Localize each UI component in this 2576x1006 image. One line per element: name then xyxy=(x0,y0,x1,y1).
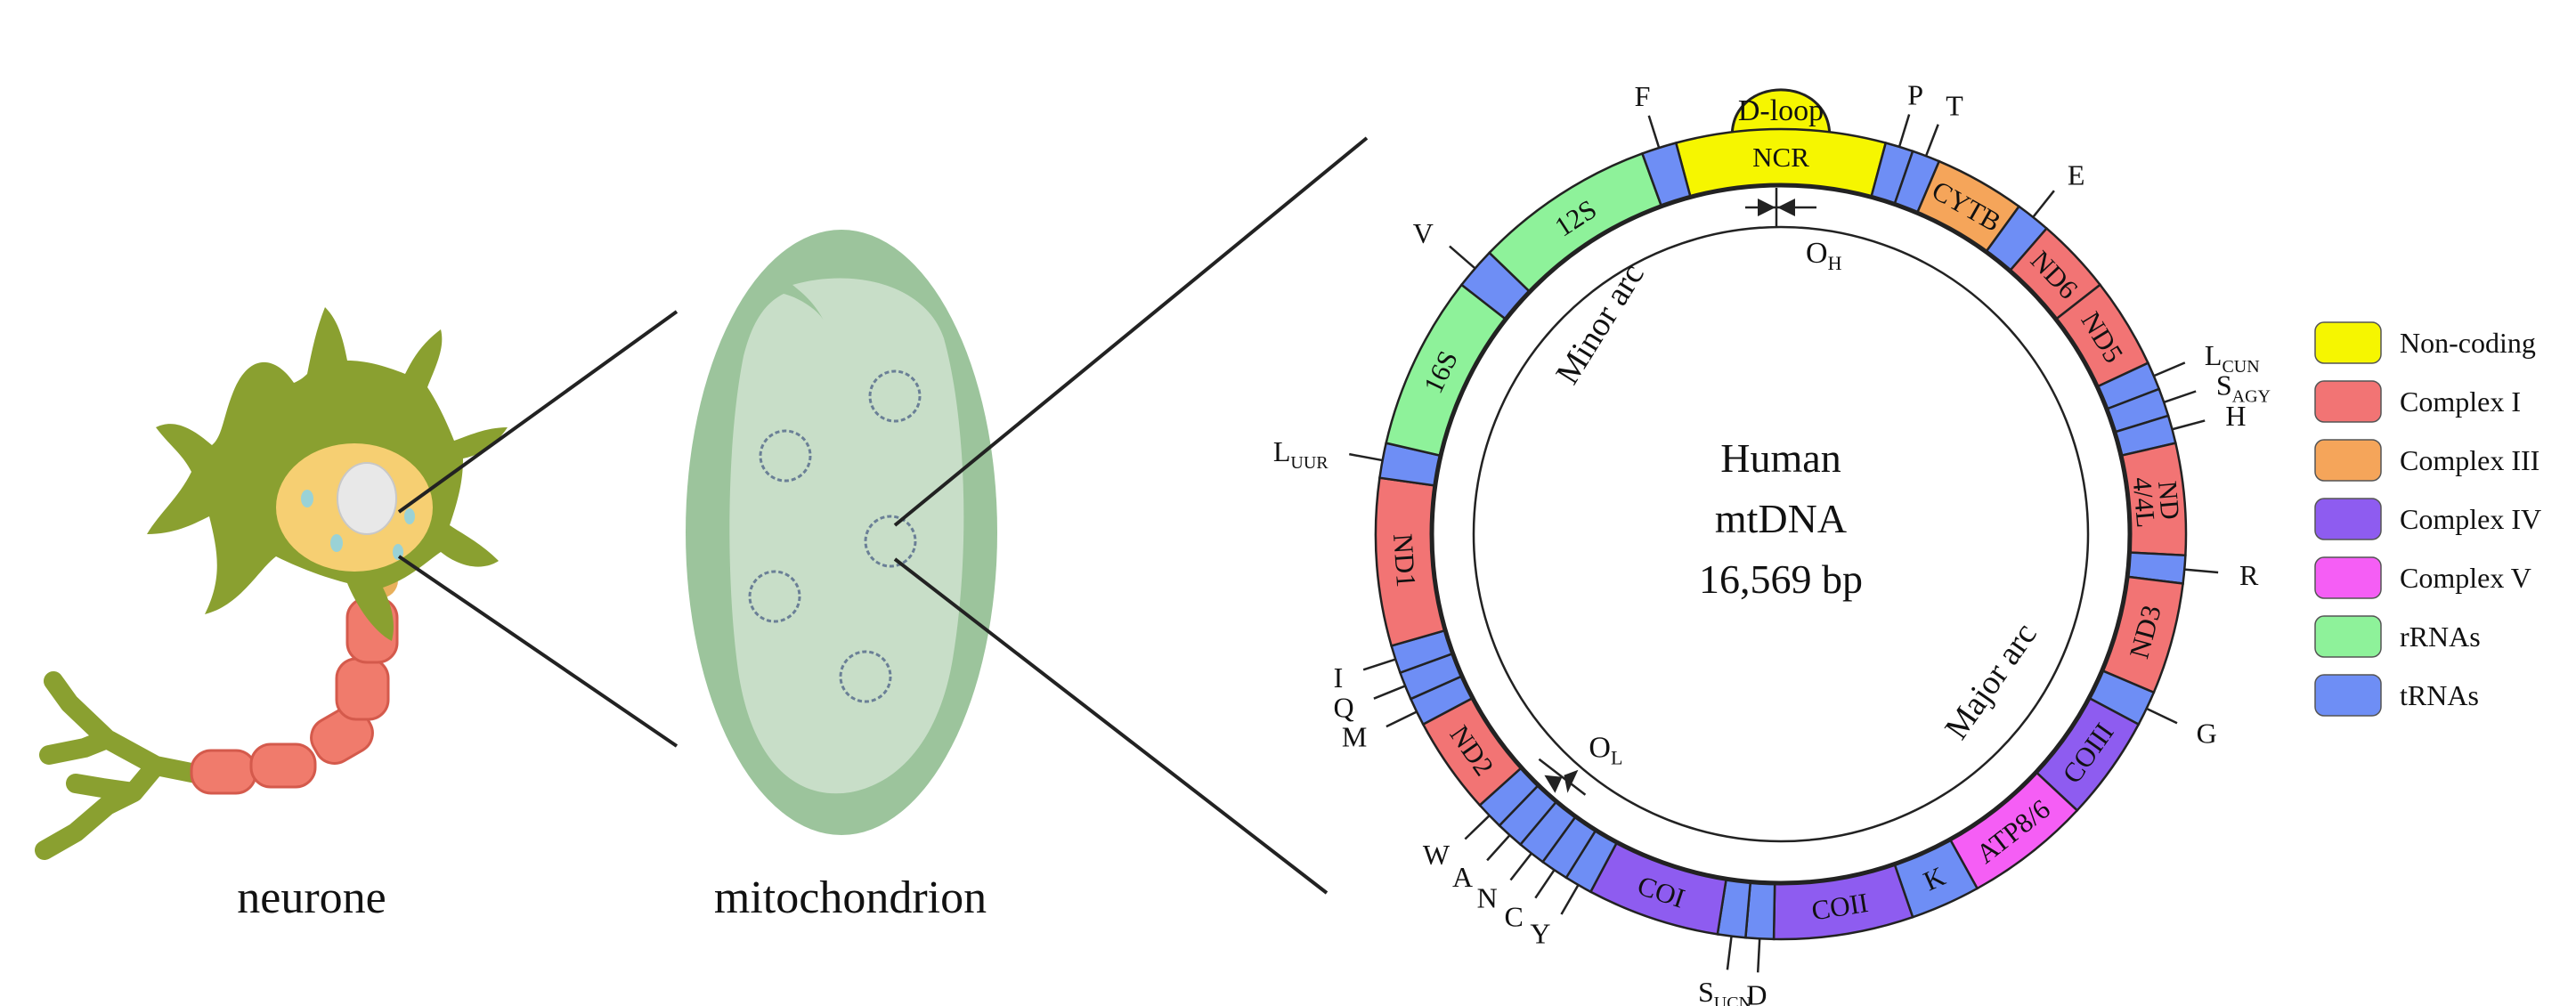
legend-swatch-complex1 xyxy=(2314,380,2382,423)
mtdna-ring xyxy=(759,429,812,483)
legend-swatch-complex4 xyxy=(2314,498,2382,540)
mtdna-ring xyxy=(868,369,922,423)
mtdna-map: D-loop NCRCYTBND6ND5ND4/4LND3COIIIATP8/6… xyxy=(1273,79,2271,1006)
oh-origin-marker: OH xyxy=(1745,188,1842,274)
legend-swatch-noncoding xyxy=(2314,321,2382,364)
neurone-organelle xyxy=(330,534,343,552)
trna-label-e: E xyxy=(2068,158,2085,191)
neurone-dendrite-branch xyxy=(35,671,219,860)
ol-origin-marker: OL xyxy=(1538,732,1622,796)
trna-label-s-ucn: SUCN xyxy=(1698,976,1751,1006)
trna-label-c: C xyxy=(1505,901,1524,933)
genome-size: 16,569 bp xyxy=(1699,556,1863,602)
neurone-nucleus xyxy=(337,462,397,535)
trna-tick-m xyxy=(1386,710,1418,728)
neurone-illustration xyxy=(35,307,508,860)
legend-label-complex5: Complex V xyxy=(2400,562,2531,594)
zoom-line xyxy=(893,136,1369,527)
trna-tick-a xyxy=(1486,834,1511,862)
legend-label-noncoding: Non-coding xyxy=(2400,327,2536,359)
genome-title-line2: mtDNA xyxy=(1715,496,1847,541)
trna-tick-v xyxy=(1449,245,1476,270)
trna-tick-i xyxy=(1362,658,1396,671)
trna-tick-g xyxy=(2146,707,2178,725)
mtdna-ring xyxy=(748,570,801,623)
trna-tick-h xyxy=(2172,419,2206,431)
legend-label-rrna: rRNAs xyxy=(2400,621,2481,653)
neurone-organelle xyxy=(301,490,313,507)
neurone-label: neurone xyxy=(237,872,386,923)
trna-label-w: W xyxy=(1423,839,1451,871)
legend-label-complex3: Complex III xyxy=(2400,444,2539,476)
legend-label-trna: tRNAs xyxy=(2400,679,2479,711)
ring-inner-edge xyxy=(1429,183,2133,886)
mitochondrion-label: mitochondrion xyxy=(714,872,987,923)
d-loop-label: D-loop xyxy=(1738,94,1824,127)
neurone-organelle xyxy=(404,508,415,524)
trna-label-v: V xyxy=(1413,217,1434,249)
trna-tick-s-agy xyxy=(2163,390,2197,404)
legend-swatch-complex5 xyxy=(2314,556,2382,599)
gene-label-nd1: ND1 xyxy=(1387,532,1422,588)
trna-tick-n xyxy=(1509,852,1532,881)
trna-label-h: H xyxy=(2225,400,2246,432)
legend-swatch-rrna xyxy=(2314,615,2382,658)
trna-tick-f xyxy=(1647,115,1661,149)
trna-label-y: Y xyxy=(1530,918,1550,950)
trna-tick-w xyxy=(1464,815,1491,840)
gene-ring xyxy=(1374,127,2188,941)
trna-label-p: P xyxy=(1907,79,1923,111)
genome-title-line1: Human xyxy=(1720,435,1841,481)
trna-tick-r xyxy=(2184,568,2219,574)
ol-label: OL xyxy=(1589,732,1622,769)
trna-label-l-uur: LUUR xyxy=(1273,435,1329,473)
trna-tick-y xyxy=(1560,884,1580,915)
trna-label-s-agy: SAGY xyxy=(2216,369,2271,407)
zoom-line xyxy=(397,555,679,748)
trna-label-g: G xyxy=(2197,718,2217,750)
zoom-line xyxy=(397,310,679,514)
mitochondrion-inner-membrane xyxy=(729,278,964,794)
trna-tick-d xyxy=(1756,938,1761,973)
d-loop-shape xyxy=(1730,88,1832,138)
trna-label-i: I xyxy=(1334,661,1344,694)
trna-label-m: M xyxy=(1342,721,1367,753)
mitochondrion-illustration xyxy=(686,230,997,835)
trna-label-a: A xyxy=(1452,861,1473,893)
trna-tick-l-cun xyxy=(2153,361,2186,377)
legend-swatch-trna xyxy=(2314,674,2382,717)
trna-tick-e xyxy=(2032,190,2055,218)
gene-label-ncr: NCR xyxy=(1752,142,1809,173)
legend-label-complex1: Complex I xyxy=(2400,385,2521,418)
trna-tick-l-uur xyxy=(1349,452,1383,462)
oh-label: OH xyxy=(1806,237,1842,274)
trna-label-q: Q xyxy=(1334,692,1354,724)
trna-label-l-cun: LCUN xyxy=(2205,339,2260,377)
legend-swatch-complex3 xyxy=(2314,439,2382,482)
trna-label-n: N xyxy=(1477,881,1498,913)
trna-label-r: R xyxy=(2239,559,2259,591)
legend-label-complex4: Complex IV xyxy=(2400,503,2541,535)
zoom-line xyxy=(893,557,1329,895)
trna-tick-c xyxy=(1534,869,1556,899)
mtdna-rings xyxy=(748,369,922,703)
trna-label-t: T xyxy=(1946,89,1963,121)
trna-tick-p xyxy=(1897,114,1911,148)
gene-label-nd-4-4l: ND4/4L xyxy=(2127,474,2186,529)
trna-tick-t xyxy=(1924,124,1939,157)
trna-label-f: F xyxy=(1635,80,1651,112)
trna-tick-q xyxy=(1373,685,1406,700)
major-arc-label: Major arc xyxy=(1938,616,2044,746)
trna-label-d: D xyxy=(1746,978,1767,1006)
mtdna-ring xyxy=(839,650,892,703)
mtdna-ring xyxy=(864,515,917,568)
minor-arc-label: Minor arc xyxy=(1548,257,1652,391)
inner-strand-circle xyxy=(1472,225,2090,843)
trna-tick-s-ucn xyxy=(1726,936,1733,970)
